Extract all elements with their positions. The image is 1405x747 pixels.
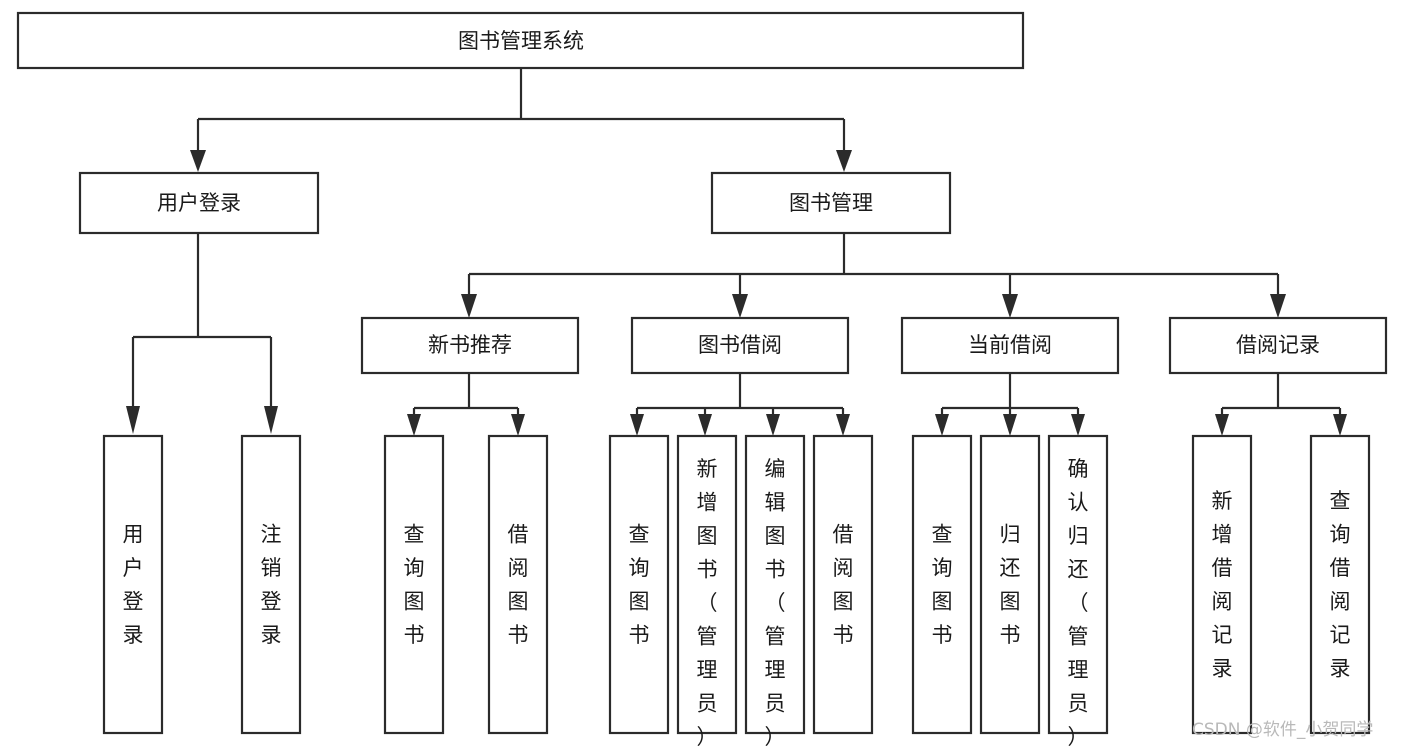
node-book-borrow[interactable]: 图书借阅 xyxy=(630,316,850,375)
node-leaf-borrow-book-1[interactable]: 借阅图书 xyxy=(487,434,549,735)
node-root[interactable]: 图书管理系统 xyxy=(16,11,1025,70)
node-borrow-record[interactable]: 借阅记录 xyxy=(1168,316,1388,375)
node-leaf-add-book-label: 新增图书（管理员） xyxy=(697,457,718,747)
node-leaf-user-login-box[interactable] xyxy=(102,434,164,735)
node-user-login[interactable]: 用户登录 xyxy=(78,171,320,235)
node-new-book-recommend[interactable]: 新书推荐 xyxy=(360,316,580,375)
arrow-head-leaf-query-book-2 xyxy=(630,414,644,436)
node-leaf-borrow-book-2-box[interactable] xyxy=(812,434,874,735)
node-leaf-add-book-box[interactable] xyxy=(676,434,738,735)
node-leaf-add-record[interactable]: 新增借阅记录 xyxy=(1191,434,1253,735)
node-leaf-query-record-label: 查询借阅记录 xyxy=(1330,489,1351,681)
node-leaf-query-book-2-label: 查询图书 xyxy=(629,523,650,648)
arrow-head-leaf-user-login xyxy=(126,406,140,434)
node-book-borrow-label: 图书借阅 xyxy=(698,333,782,357)
node-leaf-return-book-label: 归还图书 xyxy=(1000,523,1021,648)
node-leaf-add-record-box[interactable] xyxy=(1191,434,1253,735)
arrow-head-borrow-record xyxy=(1270,294,1286,318)
arrow-head-leaf-confirm-return xyxy=(1071,414,1085,436)
arrow-head-book-borrow xyxy=(732,294,748,318)
connector-layer xyxy=(126,68,1347,436)
arrow-head-leaf-borrow-book-1 xyxy=(511,414,525,436)
arrow-head-leaf-query-record xyxy=(1333,414,1347,436)
node-root-label: 图书管理系统 xyxy=(458,29,584,53)
node-leaf-return-book-box[interactable] xyxy=(979,434,1041,735)
node-leaf-user-login-label: 用户登录 xyxy=(123,523,144,648)
arrow-head-leaf-add-book xyxy=(698,414,712,436)
arrow-head-leaf-query-book-1 xyxy=(407,414,421,436)
node-leaf-query-book-3-label: 查询图书 xyxy=(932,523,953,648)
node-book-manage-box[interactable] xyxy=(710,171,952,235)
arrow-head-current-borrow xyxy=(1002,294,1018,318)
node-leaf-query-book-1[interactable]: 查询图书 xyxy=(383,434,445,735)
node-user-login-label: 用户登录 xyxy=(157,191,241,215)
node-leaf-query-book-3[interactable]: 查询图书 xyxy=(911,434,973,735)
node-leaf-return-book[interactable]: 归还图书 xyxy=(979,434,1041,735)
arrow-head-new-book-recommend xyxy=(461,294,477,318)
node-leaf-edit-book-box[interactable] xyxy=(744,434,806,735)
node-book-borrow-box[interactable] xyxy=(630,316,850,375)
arrow-head-leaf-query-book-3 xyxy=(935,414,949,436)
arrow-head-book-manage xyxy=(836,150,852,172)
node-leaf-query-book-1-box[interactable] xyxy=(383,434,445,735)
node-book-manage[interactable]: 图书管理 xyxy=(710,171,952,235)
node-leaf-query-record[interactable]: 查询借阅记录 xyxy=(1309,434,1371,735)
node-borrow-record-label: 借阅记录 xyxy=(1236,333,1320,357)
node-current-borrow-box[interactable] xyxy=(900,316,1120,375)
node-leaf-user-logout-label: 注销登录 xyxy=(261,523,282,648)
node-leaf-user-logout-box[interactable] xyxy=(240,434,302,735)
node-new-book-recommend-box[interactable] xyxy=(360,316,580,375)
node-leaf-borrow-book-2-label: 借阅图书 xyxy=(833,523,854,648)
node-leaf-confirm-return[interactable]: 确认归还（管理员） xyxy=(1047,434,1109,747)
arrow-head-user-login xyxy=(190,150,206,172)
arrow-head-leaf-return-book xyxy=(1003,414,1017,436)
node-leaf-borrow-book-1-box[interactable] xyxy=(487,434,549,735)
node-new-book-recommend-label: 新书推荐 xyxy=(428,333,512,357)
node-leaf-query-book-3-box[interactable] xyxy=(911,434,973,735)
node-book-manage-label: 图书管理 xyxy=(789,191,873,215)
node-leaf-borrow-book-2[interactable]: 借阅图书 xyxy=(812,434,874,735)
node-leaf-add-book[interactable]: 新增图书（管理员） xyxy=(676,434,738,747)
node-leaf-query-book-1-label: 查询图书 xyxy=(404,523,425,648)
node-user-login-box[interactable] xyxy=(78,171,320,235)
node-leaf-user-login[interactable]: 用户登录 xyxy=(102,434,164,735)
node-leaf-borrow-book-1-label: 借阅图书 xyxy=(508,523,529,648)
arrow-head-leaf-add-record xyxy=(1215,414,1229,436)
arrow-head-leaf-user-logout xyxy=(264,406,278,434)
node-leaf-query-record-box[interactable] xyxy=(1309,434,1371,735)
node-leaf-add-record-label: 新增借阅记录 xyxy=(1212,489,1233,681)
csdn-watermark: CSDN @软件_小贺同学 xyxy=(1192,720,1373,740)
arrow-head-leaf-borrow-book-2 xyxy=(836,414,850,436)
node-current-borrow-label: 当前借阅 xyxy=(968,333,1052,357)
node-leaf-edit-book-label: 编辑图书（管理员） xyxy=(765,457,786,747)
node-borrow-record-box[interactable] xyxy=(1168,316,1388,375)
node-leaf-confirm-return-label: 确认归还（管理员） xyxy=(1068,457,1089,747)
node-leaf-edit-book[interactable]: 编辑图书（管理员） xyxy=(744,434,806,747)
node-current-borrow[interactable]: 当前借阅 xyxy=(900,316,1120,375)
node-leaf-query-book-2[interactable]: 查询图书 xyxy=(608,434,670,735)
node-leaf-confirm-return-box[interactable] xyxy=(1047,434,1109,735)
node-leaf-query-book-2-box[interactable] xyxy=(608,434,670,735)
arrow-head-leaf-edit-book xyxy=(766,414,780,436)
node-leaf-user-logout[interactable]: 注销登录 xyxy=(240,434,302,735)
node-root-box[interactable] xyxy=(16,11,1025,70)
